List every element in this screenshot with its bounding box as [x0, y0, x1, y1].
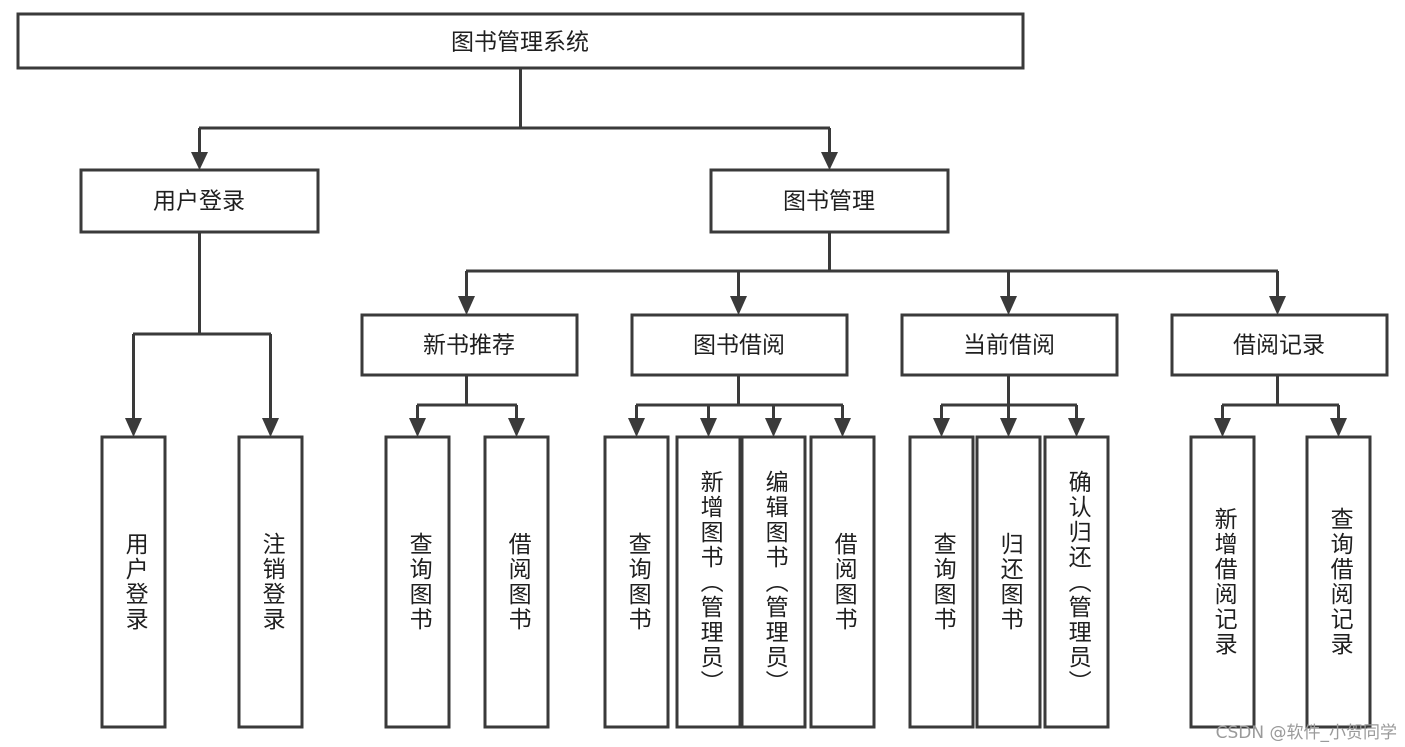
- leaf-current-borrow-0[interactable]: [908, 435, 975, 729]
- label-leaf-new-book-1: 借阅图书: [504, 532, 531, 632]
- connector-group: [125, 68, 1347, 437]
- arrowhead-records-leaf1: [1214, 418, 1231, 437]
- label-leaf-book-borrow-1: 新增图书（管理员）: [696, 469, 723, 695]
- arrowhead-borrow-leaf1: [628, 418, 645, 437]
- arrowhead-user-login: [191, 152, 208, 170]
- label-leaf-current-borrow-1: 归还图书: [996, 532, 1023, 632]
- leaf-book-borrow-1[interactable]: [675, 435, 742, 729]
- label-leaf-book-borrow-0: 查询图书: [624, 532, 651, 632]
- arrowhead-records-leaf2: [1330, 418, 1347, 437]
- arrowhead-current-leaf1: [933, 418, 950, 437]
- node-box-group: [16, 12, 1389, 729]
- label-leaf-borrow-records-1: 查询借阅记录: [1326, 507, 1353, 657]
- node-current-borrow[interactable]: [900, 313, 1119, 377]
- label-leaf-current-borrow-0: 查询图书: [929, 532, 956, 632]
- leaf-book-borrow-0[interactable]: [603, 435, 670, 729]
- horizontal-label-group: 图书管理系统 用户登录 图书管理 新书推荐 图书借阅 当前借阅 借阅记录: [153, 30, 1325, 359]
- leaf-current-borrow-1[interactable]: [975, 435, 1042, 729]
- leaf-book-borrow-2[interactable]: [740, 435, 807, 729]
- arrowhead-current-leaf2: [1000, 418, 1017, 437]
- node-user-login[interactable]: [79, 168, 320, 234]
- arrowhead-newbook-leaf2: [508, 418, 525, 437]
- leaf-book-borrow-3[interactable]: [809, 435, 876, 729]
- leaf-user-login-1[interactable]: [237, 435, 304, 729]
- arrowhead-borrow-leaf2: [700, 418, 717, 437]
- arrowhead-borrow-leaf3: [765, 418, 782, 437]
- arrowhead-book-borrow: [730, 296, 747, 315]
- label-leaf-new-book-0: 查询图书: [405, 532, 432, 632]
- label-leaf-book-borrow-2: 编辑图书（管理员）: [761, 469, 788, 695]
- node-new-book-recommend[interactable]: [360, 313, 579, 377]
- arrowhead-new-book: [458, 296, 475, 315]
- arrowhead-userlogin-leaf2: [262, 418, 279, 437]
- leaf-new-book-0[interactable]: [384, 435, 451, 729]
- label-current-borrow: 当前借阅: [963, 333, 1055, 359]
- arrowhead-borrow-records: [1269, 296, 1286, 315]
- leaf-current-borrow-2[interactable]: [1043, 435, 1110, 729]
- leaf-borrow-records-0[interactable]: [1189, 435, 1256, 729]
- label-leaf-borrow-records-0: 新增借阅记录: [1210, 507, 1237, 657]
- label-book-borrow: 图书借阅: [693, 333, 785, 359]
- node-book-borrow[interactable]: [630, 313, 849, 377]
- node-borrow-records[interactable]: [1170, 313, 1389, 377]
- watermark-text: CSDN @软件_小贺同学: [1215, 723, 1397, 743]
- label-leaf-user-login-0: 用户登录: [121, 532, 148, 632]
- label-borrow-records: 借阅记录: [1233, 333, 1325, 359]
- label-new-book-recommend: 新书推荐: [423, 333, 515, 359]
- label-root: 图书管理系统: [451, 30, 589, 56]
- node-book-management[interactable]: [709, 168, 950, 234]
- arrowhead-current-borrow: [1000, 296, 1017, 315]
- arrowhead-borrow-leaf4: [834, 418, 851, 437]
- label-leaf-current-borrow-2: 确认归还（管理员）: [1064, 469, 1091, 695]
- label-book-management: 图书管理: [783, 189, 875, 215]
- label-leaf-user-login-1: 注销登录: [258, 532, 285, 632]
- leaf-borrow-records-1[interactable]: [1305, 435, 1372, 729]
- node-root[interactable]: [16, 12, 1025, 70]
- label-leaf-book-borrow-3: 借阅图书: [830, 532, 857, 632]
- arrowhead-userlogin-leaf1: [125, 418, 142, 437]
- arrowhead-current-leaf3: [1068, 418, 1085, 437]
- leaf-user-login-0[interactable]: [100, 435, 167, 729]
- arrowhead-book-mgmt: [821, 152, 838, 170]
- arrowhead-newbook-leaf1: [409, 418, 426, 437]
- label-user-login: 用户登录: [153, 189, 245, 215]
- leaf-new-book-1[interactable]: [483, 435, 550, 729]
